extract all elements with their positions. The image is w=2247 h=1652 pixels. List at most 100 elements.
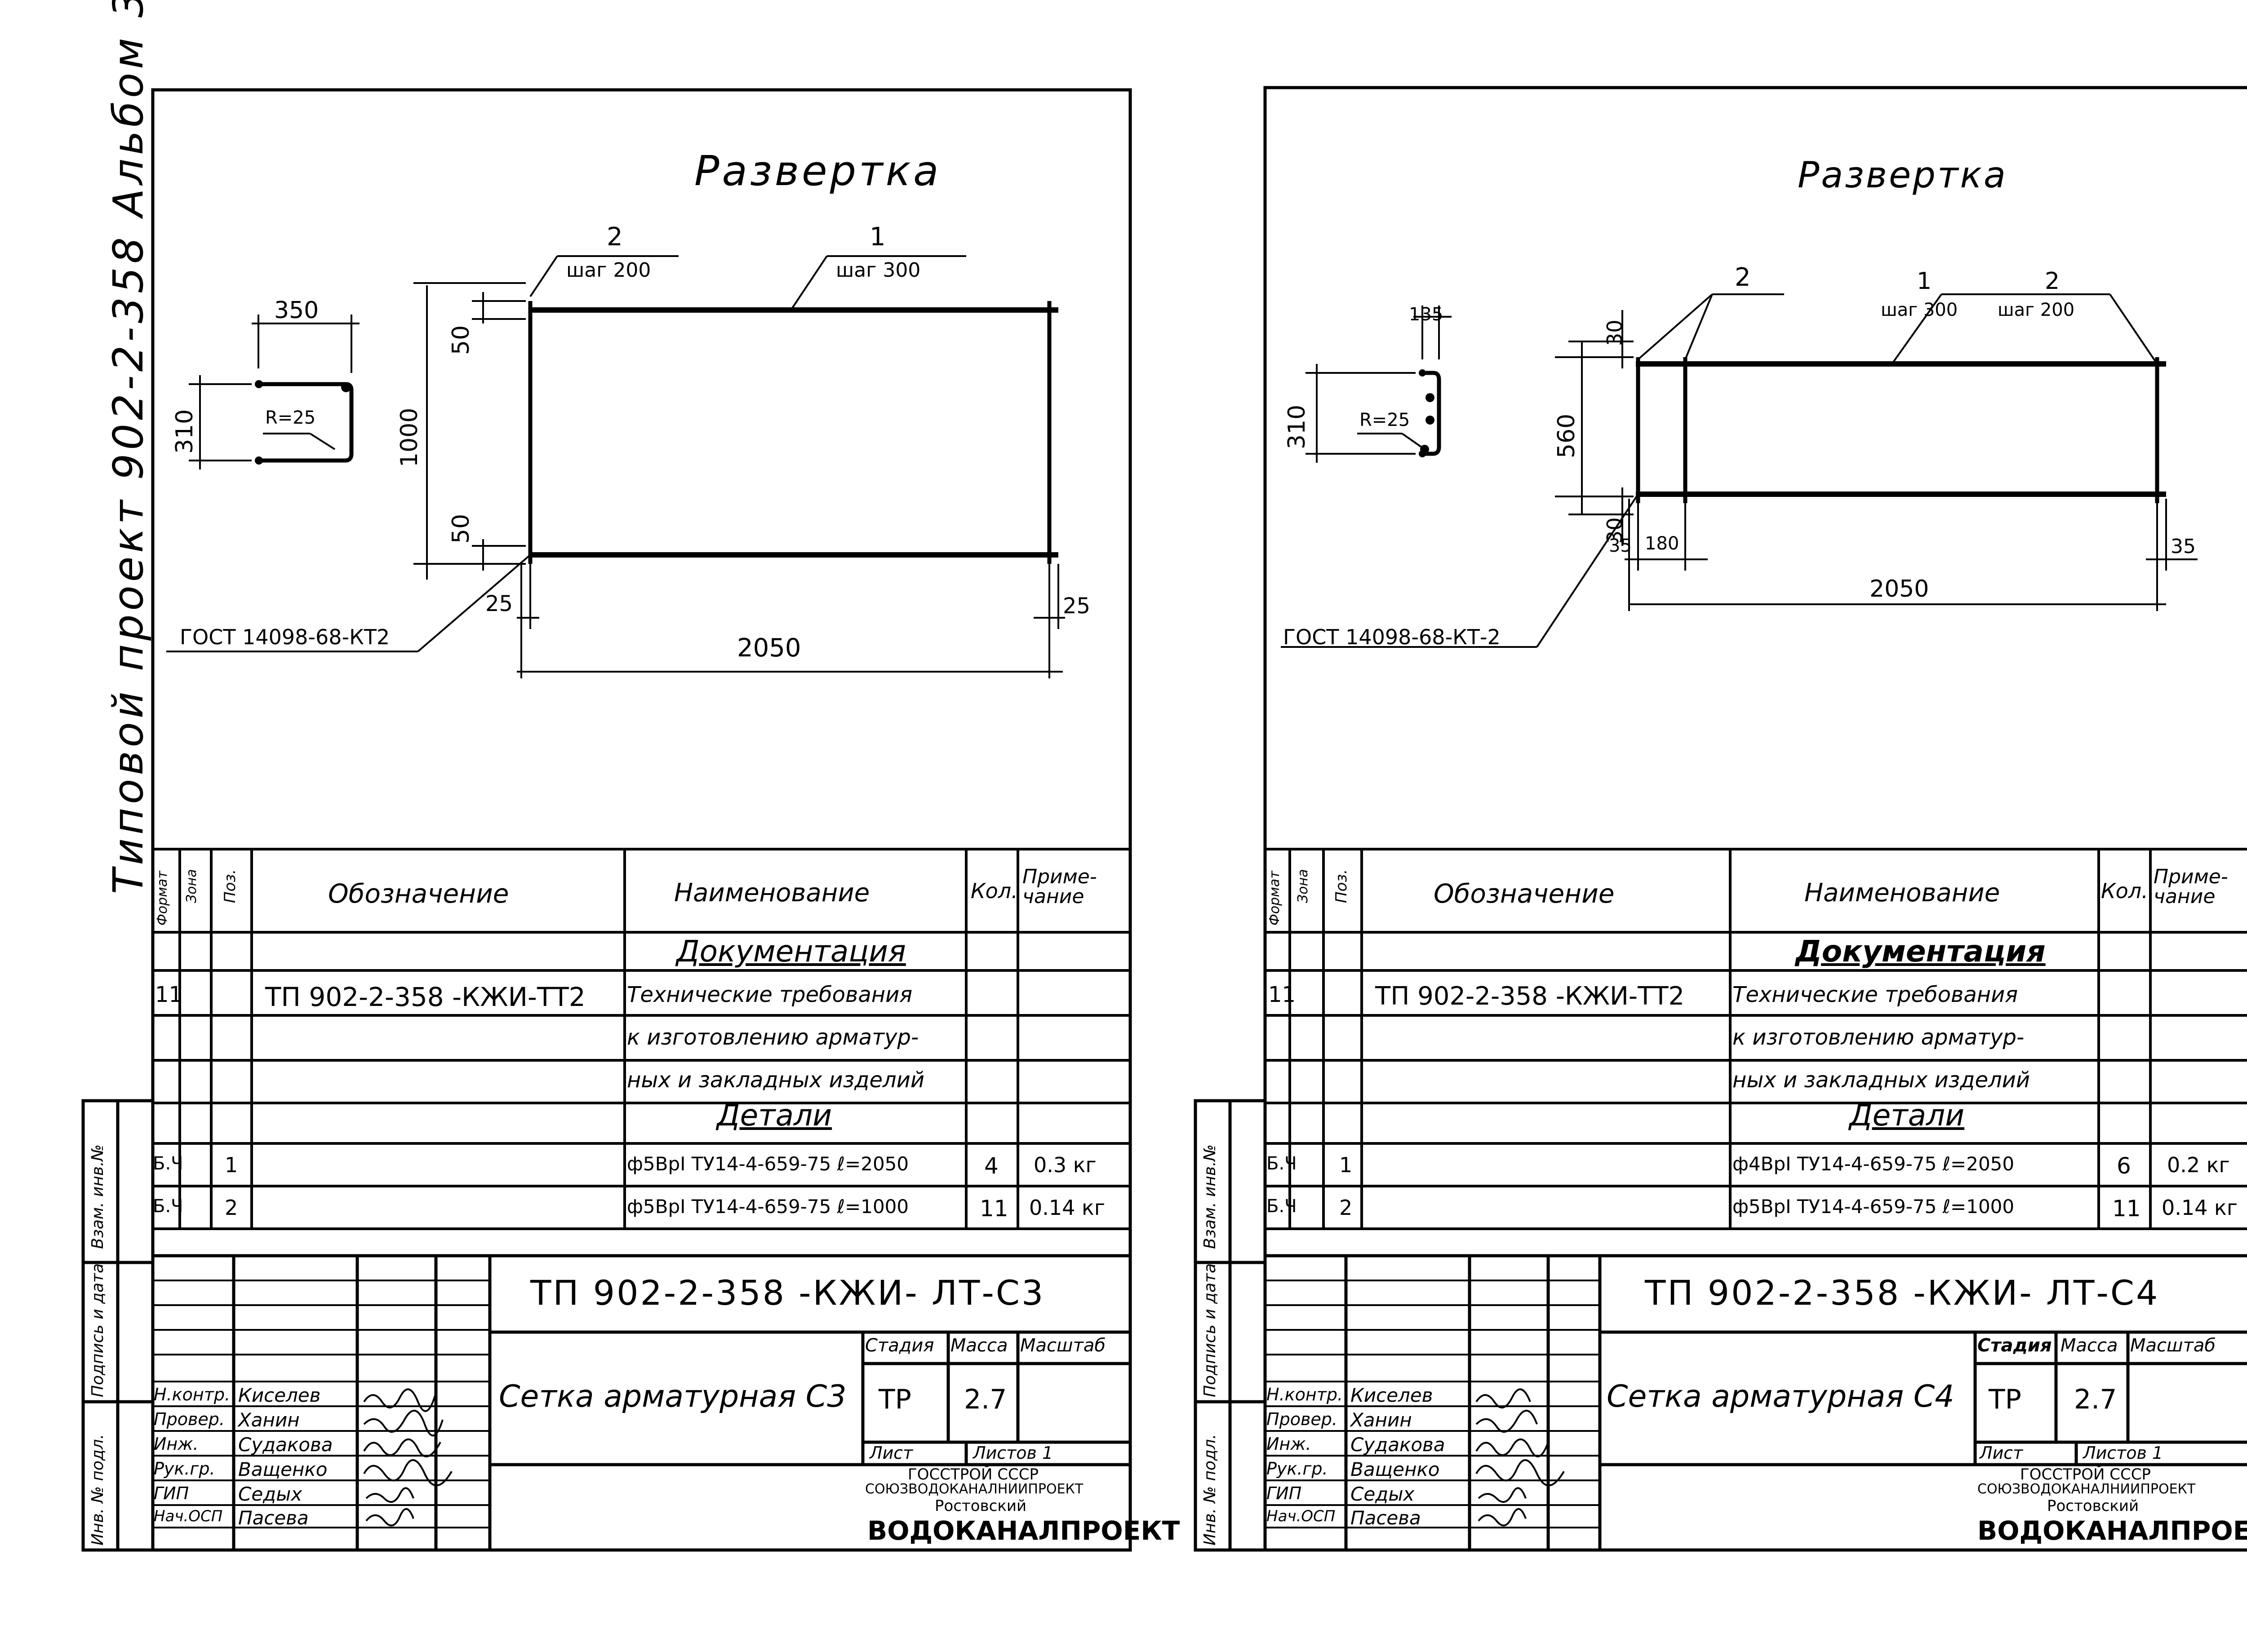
sig-role: Инж. [154, 1434, 199, 1454]
sig-name: Судакова [1350, 1434, 1445, 1456]
doc-name-line1: Технические требования [1732, 982, 2018, 1007]
dim-right-offset: 35 [2171, 535, 2196, 558]
drawing-sheet-left: Типовой проект 902-2-358 Альбом 3 [81, 0, 1180, 1552]
hdr-designation: Обозначение [328, 878, 509, 909]
section-documentation: Документация [1795, 934, 2046, 969]
sig-role: Н.контр. [154, 1385, 231, 1404]
dim-left-offset: 35 [1609, 536, 1632, 556]
profile-height: 310 [1283, 404, 1310, 449]
sig-role: Рук.гр. [154, 1459, 215, 1479]
stage-value: ТР [879, 1384, 911, 1415]
hdr-name: Наименование [1804, 878, 2000, 908]
doc-format: 11 [1268, 982, 1296, 1007]
sig-name: Пасева [1350, 1507, 1421, 1529]
sig-name: Киселев [238, 1384, 321, 1406]
sig-role: Н.контр. [1266, 1385, 1343, 1404]
sheet-label: Лист [1980, 1443, 2023, 1463]
org-name: ВОДОКАНАЛПРОЕКТ [1977, 1515, 2247, 1546]
sheets-count: Листов 1 [973, 1443, 1053, 1463]
doc-code: ТП 902-2-358 -КЖИ- ЛТ-С4 [1645, 1273, 2160, 1313]
detail-row-1-note: 0.3 кг [1034, 1153, 1097, 1177]
dim-length: 2050 [1870, 576, 1929, 602]
hdr-qty: Кол. [971, 879, 1018, 903]
gost-label: ГОСТ 14098-68-КТ2 [180, 625, 390, 649]
sig-name: Судакова [238, 1434, 333, 1456]
pos2b-step: шаг 200 [1998, 300, 2075, 320]
unfold-title: Развертка [1798, 154, 2007, 196]
handwritten-signatures-left [363, 1388, 453, 1527]
gost-label: ГОСТ 14098-68-КТ-2 [1283, 625, 1501, 649]
dim-top: 30 [1603, 319, 1627, 346]
org-line3: Ростовский [2047, 1497, 2139, 1515]
org-line2: СОЮЗВОДОКАНАЛНИИПРОЕКТ [1977, 1481, 2196, 1497]
section-details: Детали [717, 1098, 832, 1133]
detail-row-1-name: ф4ВрI ТУ14-4-659-75 ℓ=2050 [1732, 1153, 2015, 1175]
doc-name: Сетка арматурная С3 [499, 1379, 847, 1414]
sig-role: ГИП [1266, 1484, 1302, 1503]
detail-row-1-format: Б.Ч [153, 1153, 183, 1174]
section-documentation: Документация [676, 934, 906, 969]
mass-value: 2.7 [964, 1384, 1007, 1415]
scale-header: Масштаб [1020, 1335, 1106, 1356]
sig-name: Киселев [1350, 1384, 1433, 1406]
dim-right-offset: 25 [1063, 593, 1091, 619]
stamp-original-inv: Инв. № подл. [1201, 1434, 1219, 1546]
sig-name: Ващенко [238, 1458, 328, 1480]
detail-row-2-format: Б.Ч [153, 1196, 183, 1217]
doc-name-line3: ных и закладных изделий [1732, 1067, 2030, 1093]
pos1-label: 1 [1917, 268, 1932, 295]
hdr-note: Приме-чание [1022, 865, 1097, 908]
dim-pitch: 180 [1645, 533, 1679, 554]
mass-header: Масса [2060, 1335, 2118, 1356]
org-name: ВОДОКАНАЛПРОЕКТ [867, 1515, 1180, 1546]
sig-role: Нач.ОСП [154, 1507, 223, 1525]
detail-row-2-pos: 2 [225, 1196, 238, 1220]
pos1-step: шаг 300 [1881, 300, 1958, 320]
detail-row-2-pos: 2 [1339, 1196, 1353, 1220]
unfold-title: Развертка [694, 147, 941, 195]
detail-row-1-name: ф5ВрI ТУ14-4-659-75 ℓ=2050 [627, 1153, 909, 1175]
doc-designation: ТП 902-2-358 -КЖИ-ТТ2 [1375, 982, 1685, 1011]
detail-row-2-name: ф5ВрI ТУ14-4-659-75 ℓ=1000 [627, 1196, 909, 1218]
sig-role: Рук.гр. [1266, 1459, 1328, 1479]
doc-designation: ТП 902-2-358 -КЖИ-ТТ2 [265, 982, 586, 1012]
doc-name-line1: Технические требования [627, 982, 913, 1007]
profile-width: 135 [1409, 304, 1443, 325]
detail-row-1-qty: 6 [2117, 1153, 2131, 1179]
sig-name: Ващенко [1350, 1458, 1440, 1480]
drawing-sheet-right: Взам. инв.№ Подпись и дата Инв. № подл. … [1150, 0, 2247, 1652]
hdr-zone: Зона [1295, 869, 1311, 903]
stamp-replacement-inv: Взам. инв.№ [1201, 1144, 1219, 1249]
detail-row-2-qty: 11 [2112, 1196, 2141, 1222]
org-line1: ГОССТРОЙ СССР [908, 1466, 1039, 1484]
mass-header: Масса [950, 1335, 1008, 1356]
detail-row-1-format: Б.Ч [1266, 1153, 1297, 1174]
detail-row-2-format: Б.Ч [1266, 1196, 1297, 1217]
detail-row-1-pos: 1 [1339, 1153, 1353, 1177]
stage-header: Стадия [865, 1335, 934, 1356]
doc-format: 11 [155, 982, 183, 1007]
sig-name: Седых [238, 1483, 302, 1505]
pos2b-label: 2 [2045, 268, 2060, 295]
sig-name: Седых [1350, 1483, 1415, 1505]
sig-role: Нач.ОСП [1266, 1507, 1336, 1525]
org-line3: Ростовский [935, 1497, 1027, 1515]
profile-width: 350 [274, 297, 319, 324]
sig-role: Провер. [1266, 1409, 1337, 1429]
doc-name-line3: ных и закладных изделий [627, 1067, 925, 1093]
hdr-format: Формат [1267, 871, 1283, 926]
dim-length: 2050 [737, 633, 801, 663]
detail-row-2-name: ф5ВрI ТУ14-4-659-75 ℓ=1000 [1732, 1196, 2015, 1218]
doc-name: Сетка арматурная С4 [1607, 1379, 1954, 1414]
hdr-designation: Обозначение [1434, 878, 1615, 909]
doc-code: ТП 902-2-358 -КЖИ- ЛТ-С3 [530, 1273, 1045, 1313]
hdr-name: Наименование [674, 878, 870, 908]
sheet-frame-right [1194, 86, 2247, 1552]
detail-row-1-note: 0.2 кг [2167, 1153, 2230, 1177]
hdr-qty: Кол. [2101, 879, 2148, 903]
hdr-note: Приме-чание [2154, 865, 2228, 908]
pos2-label: 2 [1735, 263, 1751, 292]
pos2-label: 2 [607, 222, 623, 252]
sig-role: Инж. [1266, 1434, 1311, 1454]
stamp-signature-date: Подпись и дата [1201, 1263, 1219, 1397]
